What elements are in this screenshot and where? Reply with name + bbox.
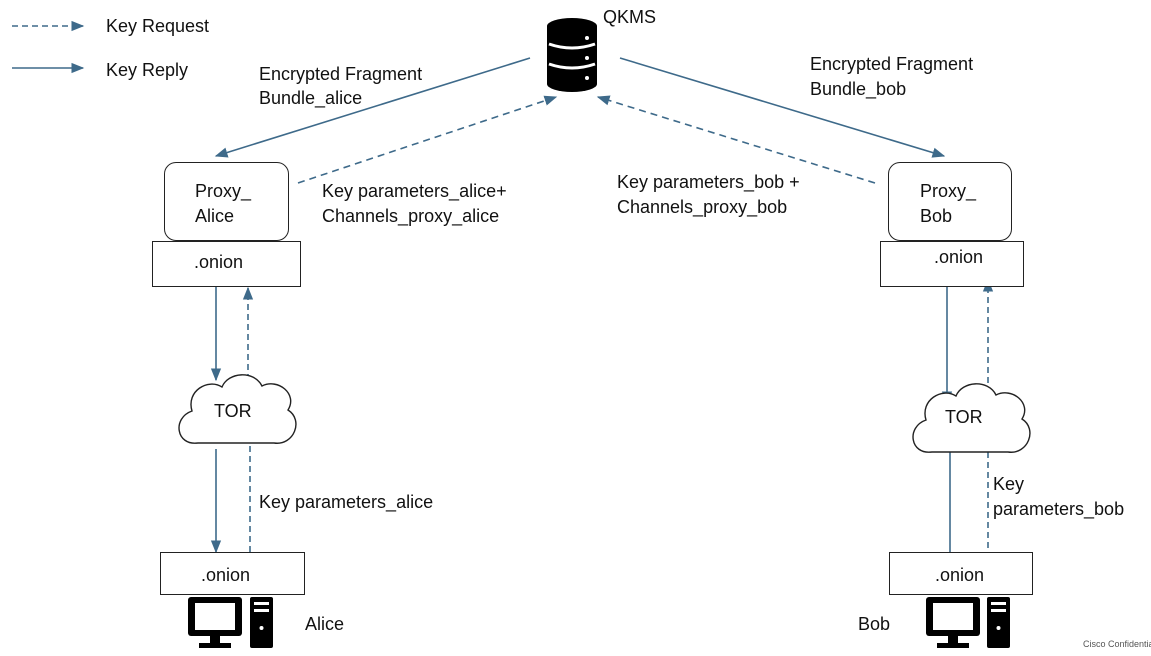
bundle-alice-line1: Encrypted Fragment (259, 64, 423, 84)
proxy-alice-line1: Proxy_ (195, 181, 252, 201)
tor-alice-label: TOR (214, 401, 252, 421)
client-alice-name: Alice (305, 614, 345, 634)
database-icon (547, 18, 597, 92)
bundle-alice-line2: Bundle_alice (259, 88, 363, 108)
proxy-bob-onion-box: .onion (880, 241, 1024, 287)
request-alice-line1: Key parameters_alice+ (322, 181, 507, 201)
proxy-alice-onion-box: .onion (152, 241, 301, 287)
request-arrow-proxy-alice-to-qkms (297, 95, 558, 184)
request-arrow-proxy-bob-to-qkms (596, 95, 876, 184)
client-request-alice-label: Key parameters_alice (259, 492, 434, 512)
proxy-alice-line2: Alice (195, 206, 235, 226)
request-alice-line2: Channels_proxy_alice (322, 206, 500, 226)
tor-cloud-alice (178, 374, 297, 444)
qkms-label: QKMS (603, 7, 657, 27)
client-request-bob-line2: parameters_bob (993, 499, 1125, 519)
bundle-bob-line1: Encrypted Fragment (810, 54, 974, 74)
legend-reply-label: Key Reply (106, 60, 189, 80)
proxy-bob-line2: Bob (920, 206, 953, 226)
tor-cloud-bob (912, 383, 1031, 453)
proxy-alice-onion-label: .onion (194, 252, 244, 272)
client-alice-onion-label: .onion (201, 565, 251, 585)
bundle-bob-line2: Bundle_bob (810, 79, 907, 99)
proxy-bob-box: Proxy_ Bob (888, 162, 1012, 241)
client-alice-onion-box: .onion (160, 552, 305, 595)
legend-request-label: Key Request (106, 16, 210, 36)
reply-arrow-qkms-to-proxy-bob (619, 57, 946, 158)
client-bob-onion-label: .onion (935, 565, 985, 585)
computer-icon-alice (188, 597, 273, 648)
confidential-label: Cisco Confidential (1083, 639, 1151, 649)
client-request-bob-line1: Key (993, 474, 1025, 494)
proxy-alice-box: Proxy_ Alice (164, 162, 289, 241)
client-bob-name: Bob (858, 614, 891, 634)
request-bob-line2: Channels_proxy_bob (617, 197, 788, 217)
request-bob-line1: Key parameters_bob + (617, 172, 800, 192)
proxy-bob-onion-label: .onion (934, 247, 984, 267)
computer-icon-bob (926, 597, 1010, 648)
reply-arrow-qkms-to-proxy-alice (214, 57, 531, 158)
client-bob-onion-box: .onion (889, 552, 1033, 595)
proxy-bob-line1: Proxy_ (920, 181, 977, 201)
tor-bob-label: TOR (945, 407, 983, 427)
